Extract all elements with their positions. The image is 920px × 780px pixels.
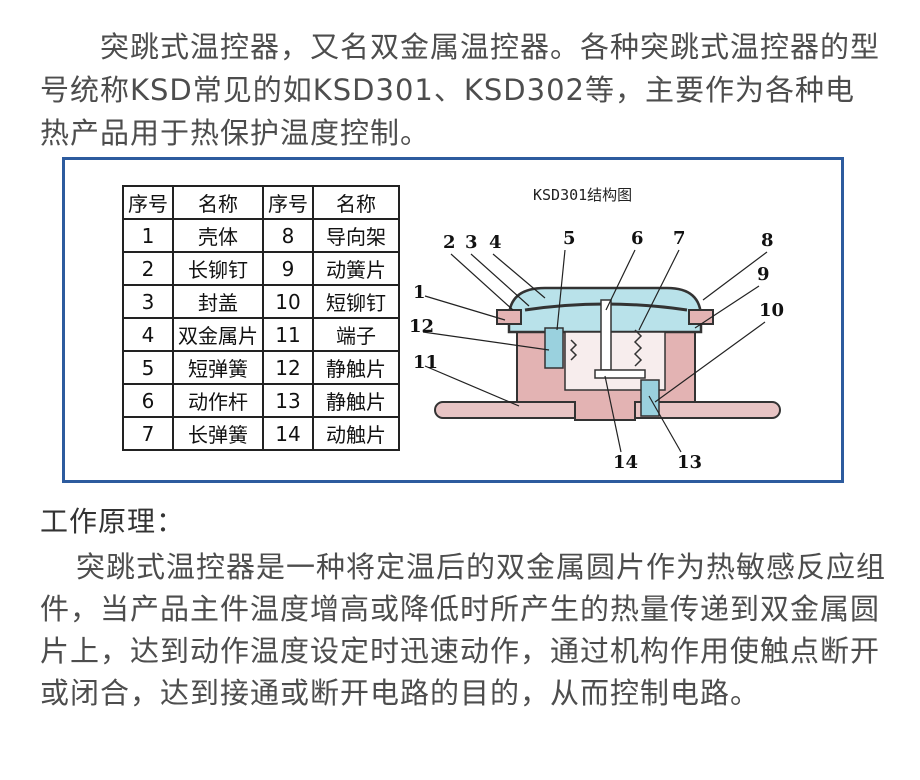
table-cell: 5 xyxy=(122,350,174,385)
table-row: 3 封盖 10 短铆钉 xyxy=(122,284,400,319)
short-spring-shape xyxy=(569,339,578,361)
structure-figure: 序号 名称 序号 名称 1 壳体 8 导向架 2 长铆钉 9 动簧片 3 封盖 … xyxy=(62,157,844,483)
table-cell: 10 xyxy=(262,284,314,319)
table-header-cell: 序号 xyxy=(262,185,314,220)
callout-11: 11 xyxy=(413,352,438,373)
table-cell: 动作杆 xyxy=(172,383,264,418)
callout-13: 13 xyxy=(677,452,702,473)
long-spring-shape xyxy=(633,329,643,367)
table-cell: 导向架 xyxy=(312,218,400,253)
table-cell: 长弹簧 xyxy=(172,416,264,451)
table-row: 2 长铆钉 9 动簧片 xyxy=(122,251,400,286)
left-flange-shape xyxy=(496,309,522,325)
action-rod-shape xyxy=(600,299,612,371)
table-cell: 8 xyxy=(262,218,314,253)
principle-paragraph: 突跳式温控器是一种将定温后的双金属圆片作为热敏感反应组件，当产品主件温度增高或降… xyxy=(40,546,890,714)
intro-paragraph: 突跳式温控器，又名双金属温控器。各种突跳式温控器的型号统称KSD常见的如KSD3… xyxy=(40,26,880,155)
table-cell: 静触片 xyxy=(312,383,400,418)
table-row: 1 壳体 8 导向架 xyxy=(122,218,400,253)
table-cell: 3 xyxy=(122,284,174,319)
table-cell: 9 xyxy=(262,251,314,286)
table-cell: 短铆钉 xyxy=(312,284,400,319)
callout-9: 9 xyxy=(757,264,770,285)
table-row: 4 双金属片 11 端子 xyxy=(122,317,400,352)
table-cell: 4 xyxy=(122,317,174,352)
table-cell: 双金属片 xyxy=(172,317,264,352)
table-cell: 动簧片 xyxy=(312,251,400,286)
diagram-title: KSD301结构图 xyxy=(533,186,632,204)
table-row: 5 短弹簧 12 静触片 xyxy=(122,350,400,385)
table-cell: 7 xyxy=(122,416,174,451)
table-cell: 长铆钉 xyxy=(172,251,264,286)
table-header-cell: 名称 xyxy=(172,185,264,220)
table-cell: 6 xyxy=(122,383,174,418)
table-cell: 11 xyxy=(262,317,314,352)
parts-table: 序号 名称 序号 名称 1 壳体 8 导向架 2 长铆钉 9 动簧片 3 封盖 … xyxy=(122,185,400,451)
moving-contact-shape xyxy=(594,369,646,379)
callout-14: 14 xyxy=(613,452,638,473)
table-cell: 12 xyxy=(262,350,314,385)
table-cell: 14 xyxy=(262,416,314,451)
table-header-cell: 名称 xyxy=(312,185,400,220)
long-rivet-shape xyxy=(544,327,564,369)
table-cell: 2 xyxy=(122,251,174,286)
callout-3: 3 xyxy=(465,232,478,253)
table-cell: 静触片 xyxy=(312,350,400,385)
callout-6: 6 xyxy=(631,228,644,249)
callout-7: 7 xyxy=(673,228,686,249)
table-header-cell: 序号 xyxy=(122,185,174,220)
table-row: 6 动作杆 13 静触片 xyxy=(122,383,400,418)
callout-1: 1 xyxy=(413,282,426,303)
table-cell: 端子 xyxy=(312,317,400,352)
callout-12: 12 xyxy=(409,316,434,337)
right-flange-shape xyxy=(688,309,714,325)
leader-lines xyxy=(422,249,768,453)
table-row: 7 长弹簧 14 动触片 xyxy=(122,416,400,451)
table-cell: 13 xyxy=(262,383,314,418)
table-cell: 壳体 xyxy=(172,218,264,253)
ksd301-structure-diagram: KSD301结构图 xyxy=(409,186,784,473)
table-cell: 1 xyxy=(122,218,174,253)
callout-8: 8 xyxy=(761,230,774,251)
callout-5: 5 xyxy=(563,228,576,249)
intro-text: 突跳式温控器，又名双金属温控器。各种突跳式温控器的型号统称KSD常见的如KSD3… xyxy=(40,30,881,150)
callout-10: 10 xyxy=(759,300,784,321)
section-title: 工作原理： xyxy=(40,505,186,538)
callout-4: 4 xyxy=(489,232,502,253)
callout-2: 2 xyxy=(443,232,456,253)
table-cell: 短弹簧 xyxy=(172,350,264,385)
table-cell: 动触片 xyxy=(312,416,400,451)
table-header-row: 序号 名称 序号 名称 xyxy=(122,185,400,220)
table-cell: 封盖 xyxy=(172,284,264,319)
principle-text: 突跳式温控器是一种将定温后的双金属圆片作为热敏感反应组件，当产品主件温度增高或降… xyxy=(40,550,887,710)
